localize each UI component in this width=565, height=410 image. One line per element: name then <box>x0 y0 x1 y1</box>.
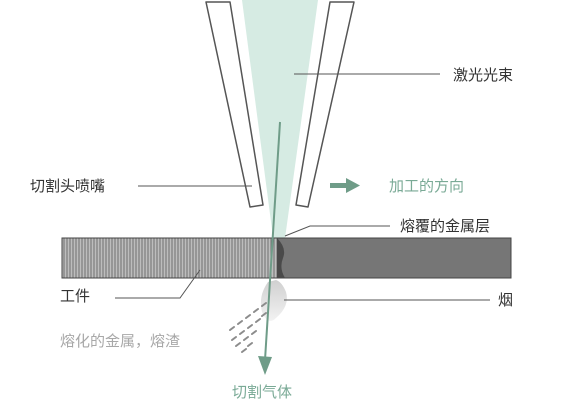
nozzle-right-wall <box>295 1 355 208</box>
label-cutting-gas: 切割气体 <box>232 383 292 401</box>
label-melted-layer: 熔覆的金属层 <box>400 217 490 235</box>
label-molten-metal: 熔化的金属，熔渣 <box>60 332 180 350</box>
direction-arrow <box>330 178 360 193</box>
slag-droplets <box>229 302 267 353</box>
cutting-gas-arrow <box>258 121 281 375</box>
leader-melted-layer <box>284 225 390 237</box>
nozzle-left-wall <box>205 1 264 208</box>
melted-metal-edge <box>277 238 285 278</box>
label-direction: 加工的方向 <box>389 177 464 195</box>
workpiece-outline <box>61 237 512 279</box>
workpiece-striped <box>62 238 277 278</box>
workpiece-solid <box>277 238 511 278</box>
label-smoke: 烟 <box>498 291 513 309</box>
label-laser-beam: 激光光束 <box>453 66 513 84</box>
leader-workpiece <box>115 269 201 299</box>
label-workpiece: 工件 <box>60 287 90 305</box>
label-nozzle: 切割头喷嘴 <box>30 177 105 195</box>
